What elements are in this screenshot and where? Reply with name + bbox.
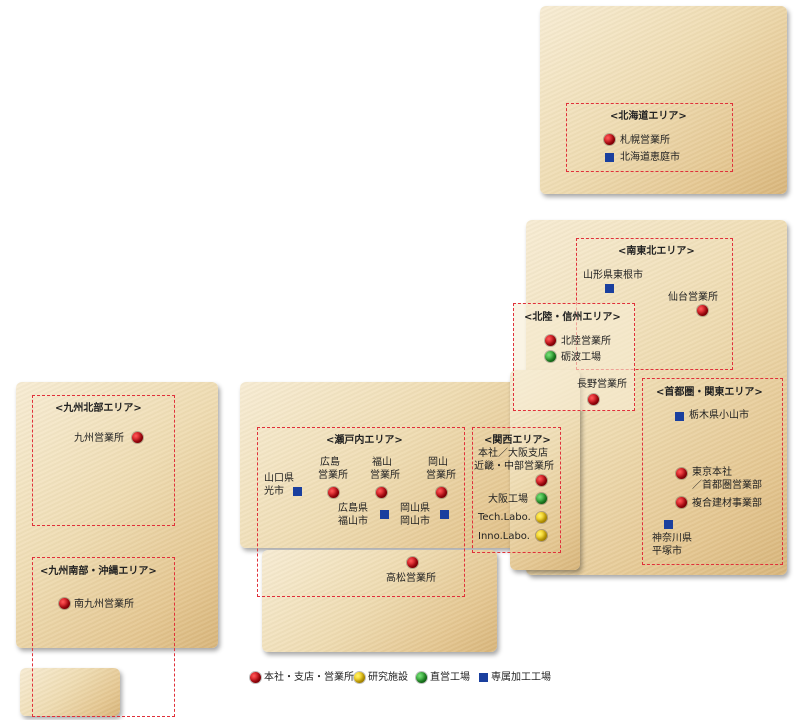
research-marker-inno-labo[interactable] [536, 530, 547, 541]
affiliated-factory-marker-okayama[interactable] [440, 510, 449, 519]
label-osaka-line2: 近畿・中部営業所 [474, 461, 554, 472]
legend-research-label: 研究施設 [368, 672, 408, 683]
label-inno-labo: Inno.Labo. [478, 531, 530, 542]
label-hiratsuka-line1: 神奈川県 [652, 533, 692, 544]
area-kansai [472, 427, 561, 553]
label-fukugo: 複合建材事業部 [692, 498, 762, 509]
office-marker-hokuriku[interactable] [545, 335, 556, 346]
label-sapporo: 札幌営業所 [620, 135, 670, 146]
area-setouchi [257, 427, 465, 597]
area-title-kyushu-south: <九州南部・沖縄エリア> [40, 566, 157, 577]
office-marker-osaka[interactable] [536, 475, 547, 486]
label-yamaguchi-line1: 山口県 [264, 473, 294, 484]
tile-honshu-west [240, 382, 560, 548]
label-hiroshima-fukuyama-line1: 広島県 [338, 503, 368, 514]
area-title-hokuriku: <北陸・信州エリア> [524, 312, 621, 323]
label-oyama: 栃木県小山市 [689, 410, 749, 421]
direct-factory-marker-tonami[interactable] [545, 351, 556, 362]
area-title-shutoken: <首都圏・関東エリア> [656, 387, 763, 398]
area-title-hokkaido: <北海道エリア> [610, 111, 687, 122]
label-okayama-line2: 営業所 [426, 470, 456, 481]
label-okayama-city-line2: 岡山市 [400, 516, 430, 527]
affiliated-factory-marker-fukuyama[interactable] [380, 510, 389, 519]
label-hiratsuka-line2: 平塚市 [652, 546, 682, 557]
office-marker-fukugo[interactable] [676, 497, 687, 508]
label-takamatsu: 高松営業所 [386, 573, 436, 584]
affiliated-factory-marker-yamagata[interactable] [605, 284, 614, 293]
office-marker-nagano[interactable] [588, 394, 599, 405]
legend-research-icon [354, 672, 365, 683]
office-marker-kyushu[interactable] [132, 432, 143, 443]
area-hokuriku [513, 303, 635, 411]
area-kyushu-south [32, 557, 175, 717]
area-title-kyushu-north: <九州北部エリア> [55, 403, 142, 414]
label-kyushu-office: 九州営業所 [74, 433, 124, 444]
office-marker-okayama[interactable] [436, 487, 447, 498]
label-sendai: 仙台営業所 [668, 292, 718, 303]
office-marker-hiroshima[interactable] [328, 487, 339, 498]
legend-affiliated-factory-label: 専属加工工場 [491, 672, 551, 683]
affiliated-factory-marker-eniwa[interactable] [605, 153, 614, 162]
area-shutoken [642, 378, 783, 565]
tile-okinawa [20, 668, 120, 716]
label-fukuyama-line1: 福山 [372, 457, 392, 468]
area-title-kansai: <関西エリア> [484, 435, 551, 446]
label-okayama-city-line1: 岡山県 [400, 503, 430, 514]
office-marker-takamatsu[interactable] [407, 557, 418, 568]
direct-factory-marker-osaka[interactable] [536, 493, 547, 504]
legend-affiliated-factory-icon [479, 673, 488, 682]
label-osaka-factory: 大阪工場 [488, 494, 528, 505]
affiliated-factory-marker-hiratsuka[interactable] [664, 520, 673, 529]
label-tokyo-line2: ／首都圏営業部 [692, 480, 762, 491]
label-hiroshima-line2: 営業所 [318, 470, 348, 481]
label-hiroshima-fukuyama-line2: 福山市 [338, 516, 368, 527]
affiliated-factory-marker-oyama[interactable] [675, 412, 684, 421]
label-yamagata: 山形県東根市 [583, 270, 643, 281]
area-title-minami-tohoku: <南東北エリア> [618, 246, 695, 257]
office-marker-fukuyama[interactable] [376, 487, 387, 498]
office-marker-minami-kyushu[interactable] [59, 598, 70, 609]
label-tokyo-line1: 東京本社 [692, 467, 732, 478]
tile-hokkaido [540, 6, 787, 194]
affiliated-factory-marker-yamaguchi[interactable] [293, 487, 302, 496]
office-marker-tokyo[interactable] [676, 468, 687, 479]
label-eniwa: 北海道恵庭市 [620, 152, 680, 163]
tile-kyushu [16, 382, 218, 648]
label-nagano: 長野営業所 [577, 379, 627, 390]
area-kyushu-north [32, 395, 175, 526]
legend-direct-factory-icon [416, 672, 427, 683]
office-marker-sendai[interactable] [697, 305, 708, 316]
area-title-setouchi: <瀬戸内エリア> [326, 435, 403, 446]
label-yamaguchi-line2: 光市 [264, 486, 284, 497]
tile-shikoku [262, 550, 497, 652]
label-tech-labo: Tech.Labo. [478, 512, 531, 523]
legend-direct-factory-label: 直営工場 [430, 672, 470, 683]
legend-office-label: 本社・支店・営業所 [264, 672, 354, 683]
legend-office-icon [250, 672, 261, 683]
label-minami-kyushu: 南九州営業所 [74, 599, 134, 610]
label-hiroshima-line1: 広島 [320, 457, 340, 468]
label-hokuriku: 北陸営業所 [561, 336, 611, 347]
label-okayama-line1: 岡山 [428, 457, 448, 468]
label-osaka-line1: 本社／大阪支店 [478, 448, 548, 459]
office-marker-sapporo[interactable] [604, 134, 615, 145]
research-marker-tech-labo[interactable] [536, 512, 547, 523]
label-tonami: 砺波工場 [561, 352, 601, 363]
label-fukuyama-line2: 営業所 [370, 470, 400, 481]
area-hokkaido [566, 103, 733, 172]
